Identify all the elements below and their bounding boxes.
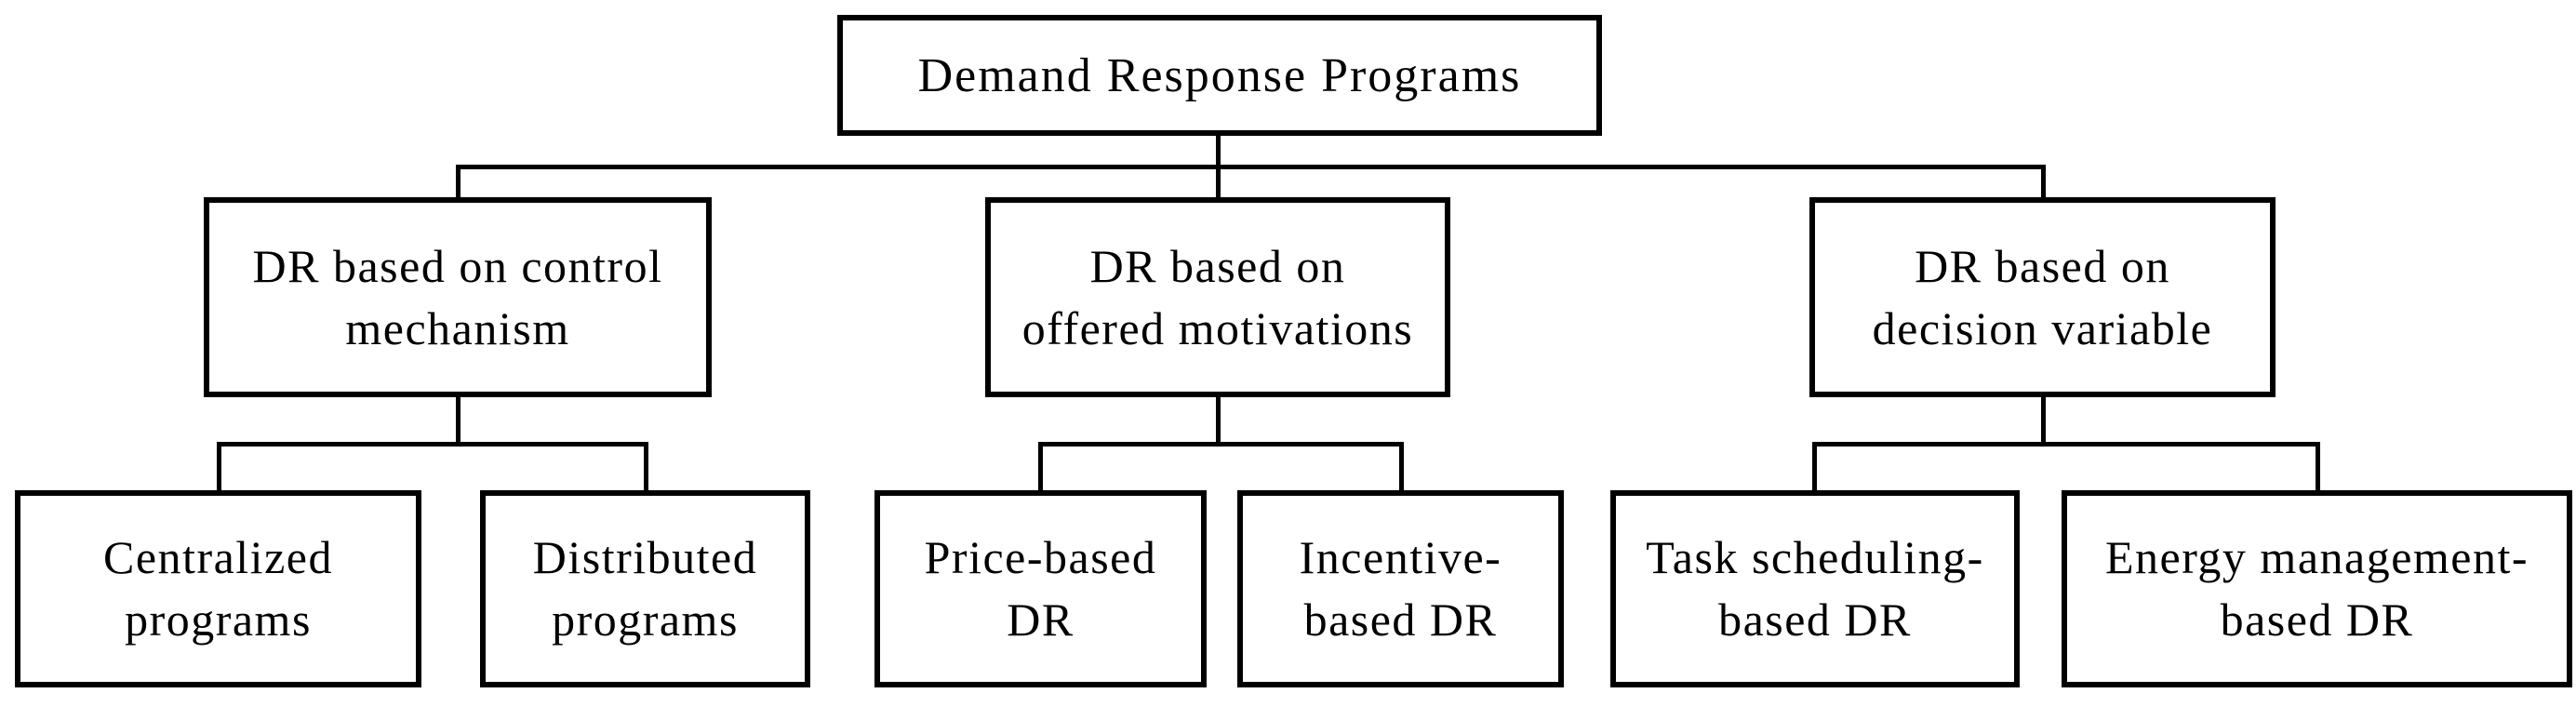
node-price-based-dr: Price-based DR bbox=[874, 490, 1207, 687]
node-label: Price-based DR bbox=[924, 531, 1157, 646]
connector-level1-horizontal bbox=[456, 165, 2046, 169]
connector-trunk-decision-variable bbox=[2041, 397, 2046, 447]
node-distributed-programs: Distributed programs bbox=[480, 490, 810, 687]
connector-trunk-offered-motivations bbox=[1216, 397, 1221, 447]
connector-drop-distributed-programs bbox=[644, 442, 648, 490]
node-label: Centralized programs bbox=[103, 531, 333, 646]
node-label: Demand Response Programs bbox=[917, 48, 1522, 102]
connector-drop-decision-variable bbox=[2041, 165, 2046, 197]
node-label: DR based on decision variable bbox=[1872, 239, 2213, 354]
connector-trunk-control-mechanism bbox=[456, 397, 460, 447]
connector-drop-control-mechanism bbox=[456, 165, 460, 197]
node-dr-offered-motivations: DR based on offered motivations bbox=[985, 197, 1450, 397]
connector-horizontal-control-group bbox=[217, 442, 648, 447]
node-dr-decision-variable: DR based on decision variable bbox=[1809, 197, 2276, 397]
node-label: Task scheduling- based DR bbox=[1646, 531, 1984, 646]
node-dr-control-mechanism: DR based on control mechanism bbox=[204, 197, 712, 397]
connector-drop-centralized-programs bbox=[217, 442, 221, 490]
node-demand-response-programs: Demand Response Programs bbox=[837, 15, 1602, 136]
node-centralized-programs: Centralized programs bbox=[15, 490, 421, 687]
connector-drop-energy-management-dr bbox=[2316, 442, 2320, 490]
node-label: DR based on offered motivations bbox=[1021, 239, 1414, 354]
node-energy-management-based-dr: Energy management- based DR bbox=[2062, 490, 2572, 687]
node-label: DR based on control mechanism bbox=[252, 239, 663, 354]
connector-horizontal-decision-group bbox=[1812, 442, 2320, 447]
node-label: Incentive- based DR bbox=[1299, 531, 1502, 646]
connector-horizontal-motivations-group bbox=[1038, 442, 1404, 447]
connector-drop-price-based-dr bbox=[1038, 442, 1043, 490]
connector-drop-incentive-based-dr bbox=[1399, 442, 1404, 490]
connector-drop-task-scheduling-dr bbox=[1812, 442, 1817, 490]
node-label: Distributed programs bbox=[532, 531, 758, 646]
node-incentive-based-dr: Incentive- based DR bbox=[1237, 490, 1564, 687]
node-task-scheduling-based-dr: Task scheduling- based DR bbox=[1610, 490, 2020, 687]
node-label: Energy management- based DR bbox=[2104, 531, 2529, 646]
